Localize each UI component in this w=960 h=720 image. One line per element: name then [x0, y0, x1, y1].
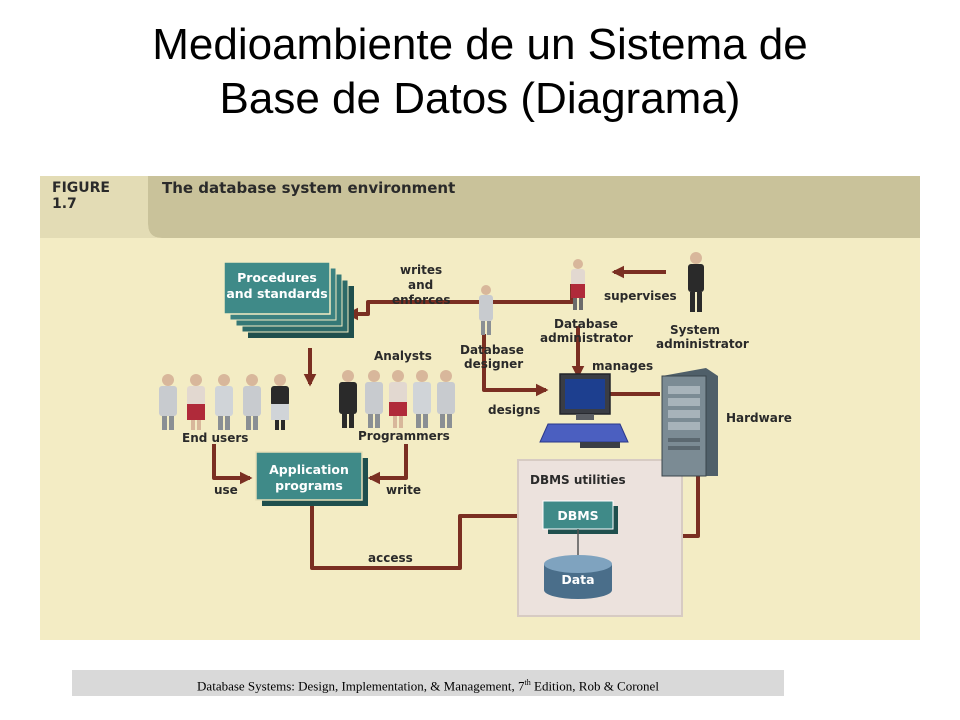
programmers-group — [339, 370, 455, 428]
source-caption: Database Systems: Design, Implementation… — [72, 670, 784, 696]
figure-header: FIGURE 1.7 The database system environme… — [40, 176, 920, 238]
arrow-writes-enforces — [345, 284, 574, 321]
label-hardware: Hardware — [726, 411, 792, 425]
caption-prefix: Database Systems: Design, Implementation… — [197, 678, 525, 694]
label-supervises: supervises — [604, 289, 677, 303]
application-label-line1: Application — [269, 462, 349, 477]
data-cylinder-icon — [544, 555, 612, 599]
hardware-tower-icon — [661, 368, 718, 477]
label-and: and — [408, 278, 433, 292]
label-use: use — [214, 483, 238, 497]
end-users-group — [159, 374, 289, 430]
figure-number-value: 1.7 — [52, 196, 77, 212]
database-environment-figure: FIGURE 1.7 The database system environme… — [40, 176, 920, 640]
label-enforces: enforces — [392, 293, 450, 307]
arrow-designs — [482, 334, 549, 397]
procedures-and-standards-box: Procedures and standards — [223, 261, 354, 338]
procedures-label-line2: and standards — [226, 286, 327, 301]
dbms-utilities-label: DBMS utilities — [530, 473, 626, 487]
arrow-use — [212, 444, 253, 485]
label-dba-line2: administrator — [540, 331, 633, 345]
label-designer-line1: Database — [460, 343, 524, 357]
figure-heading: The database system environment — [162, 179, 455, 197]
label-designs: designs — [488, 403, 540, 417]
caption-superscript: th — [524, 678, 531, 687]
label-writes: writes — [400, 263, 442, 277]
arrow-access — [310, 504, 533, 570]
application-programs-box: Application programs — [255, 451, 368, 506]
label-programmers: Programmers — [358, 429, 450, 443]
figure-number-panel — [40, 176, 162, 238]
label-sysadmin-line1: System — [670, 323, 720, 337]
caption-suffix: Edition, Rob & Coronel — [530, 678, 659, 694]
slide-title-line1: Medioambiente de un Sistema de — [152, 20, 808, 69]
slide-title: Medioambiente de un Sistema de Base de D… — [0, 18, 960, 126]
figure-number-label: FIGURE — [52, 180, 110, 196]
database-administrator-figure — [571, 259, 585, 310]
people-figures — [159, 252, 704, 430]
diagram-canvas: FIGURE 1.7 The database system environme… — [40, 176, 920, 617]
label-dba-line1: Database — [554, 317, 618, 331]
label-designer-line2: designer — [464, 357, 523, 371]
label-access: access — [368, 551, 413, 565]
application-label-line2: programs — [275, 478, 343, 493]
label-write: write — [386, 483, 421, 497]
label-manages: manages — [592, 359, 653, 373]
label-end-users: End users — [182, 431, 248, 445]
dbms-utilities-panel: DBMS utilities DBMS Data — [517, 459, 683, 617]
label-sysadmin-line2: administrator — [656, 337, 749, 351]
slide-title-line2: Base de Datos (Diagrama) — [219, 74, 741, 123]
procedures-label-line1: Procedures — [237, 270, 317, 285]
label-analysts: Analysts — [374, 349, 432, 363]
database-designer-figure — [479, 285, 493, 335]
header-band — [40, 176, 920, 238]
arrow-write — [367, 444, 408, 485]
dbms-label: DBMS — [557, 508, 598, 523]
computer-icon — [539, 373, 629, 448]
dbms-box — [542, 500, 614, 530]
system-administrator-figure — [688, 252, 704, 312]
data-label: Data — [561, 572, 594, 587]
